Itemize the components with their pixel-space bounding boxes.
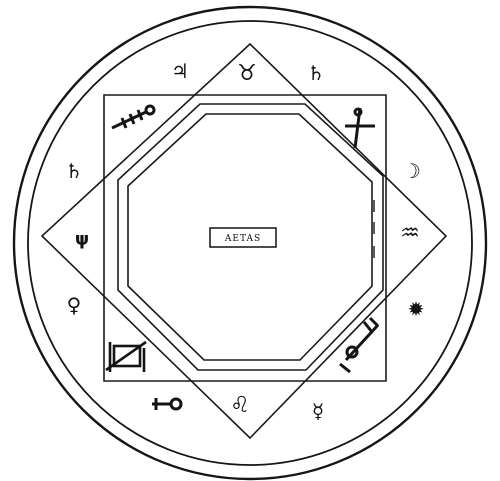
- outer-circle: [12, 5, 488, 481]
- symbol-moon: ☽: [403, 159, 421, 183]
- inner-circle: [27, 20, 473, 466]
- octagon-outer-line: [117, 103, 384, 371]
- symbol-jupiter: ♃: [171, 59, 189, 83]
- symbol-saturn-left: ♄: [65, 159, 83, 183]
- symbol-cross-sigil: [345, 107, 375, 149]
- center-label: AETAS: [224, 234, 261, 244]
- symbol-venus-left: ♀: [67, 293, 82, 317]
- symbol-mercury-bottom: ☿: [312, 399, 324, 423]
- symbol-upper-left-key: [111, 104, 156, 130]
- symbol-lower-right-sigil: [339, 316, 380, 374]
- ring-symbols: ♃ ♉ ♄ ☽ ♒ ✹ ☿ ♌: [65, 59, 424, 423]
- symbol-aquarius: ♒: [400, 221, 420, 246]
- symbol-sun-star: ✹: [408, 297, 425, 321]
- octagon-inner-line: [127, 113, 373, 361]
- symbol-saturn-top: ♄: [307, 61, 325, 85]
- center-box: [209, 227, 277, 248]
- upright-square: [103, 94, 387, 382]
- symbol-psi-left: ψ: [75, 229, 89, 250]
- rotated-square: [40, 42, 448, 440]
- symbol-lower-left-sigil: [105, 340, 147, 372]
- symbol-taurus: ♉: [237, 61, 257, 86]
- symbol-leo-bottom: ♌: [230, 393, 250, 418]
- symbol-key-bottom: [152, 397, 183, 411]
